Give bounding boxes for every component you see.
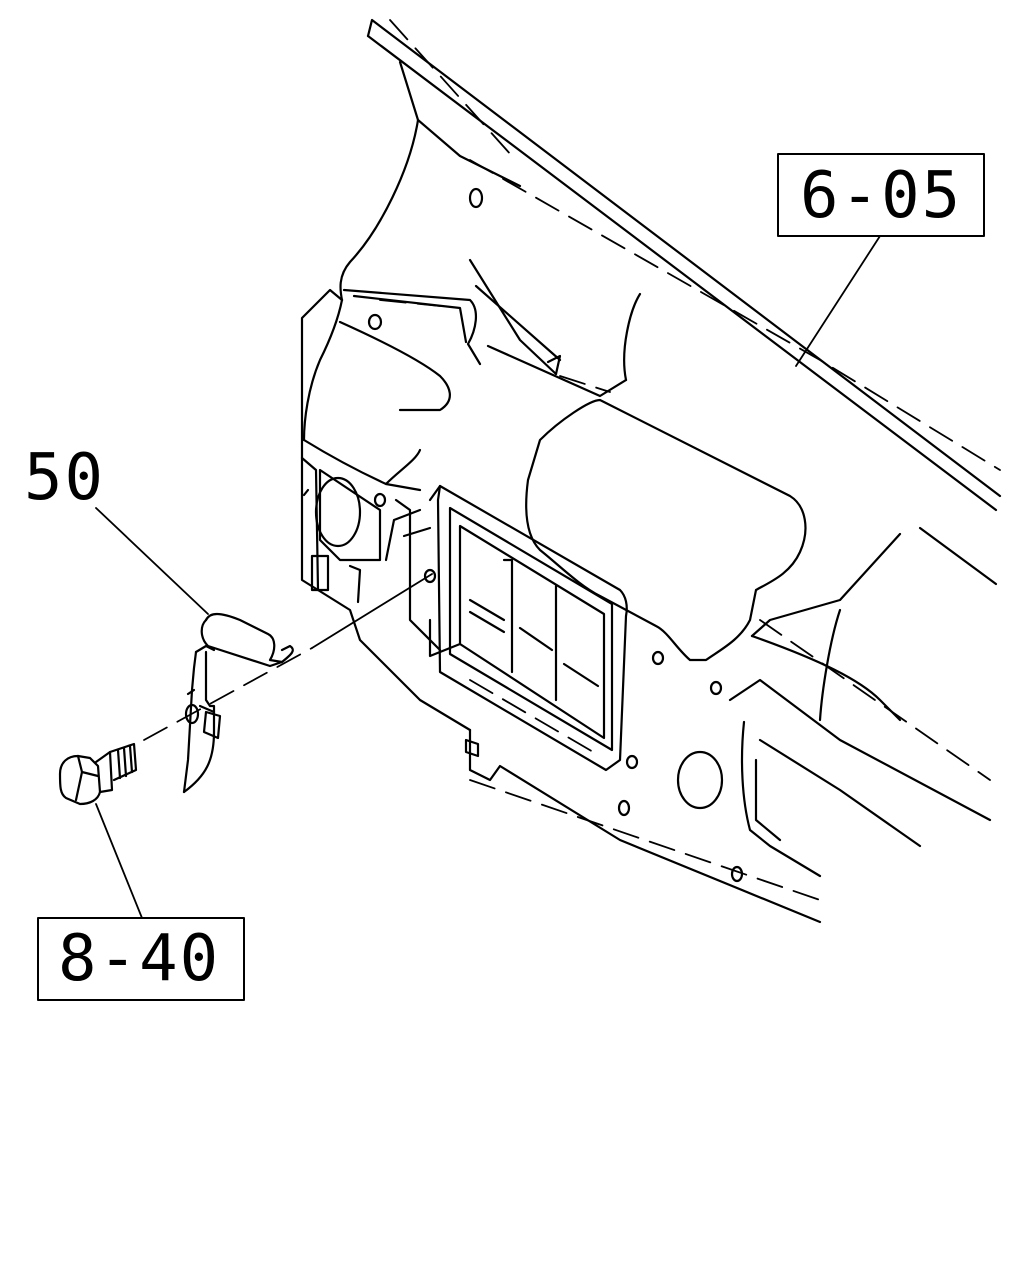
ref-bolt-box xyxy=(37,917,245,1001)
part-number-label: 50 xyxy=(24,441,106,515)
leader-part-50 xyxy=(95,507,209,615)
bracket-part xyxy=(182,612,294,794)
ref-label-panel: 6-05 xyxy=(800,159,963,233)
assembly-lines xyxy=(95,235,881,919)
bolt-part xyxy=(58,742,138,806)
leader-ref-panel xyxy=(795,235,881,367)
ref-panel-box xyxy=(777,153,985,237)
dash-panel xyxy=(300,18,1002,924)
ref-label-bolt: 8-40 xyxy=(58,922,221,996)
leader-ref-bolt xyxy=(95,803,143,919)
